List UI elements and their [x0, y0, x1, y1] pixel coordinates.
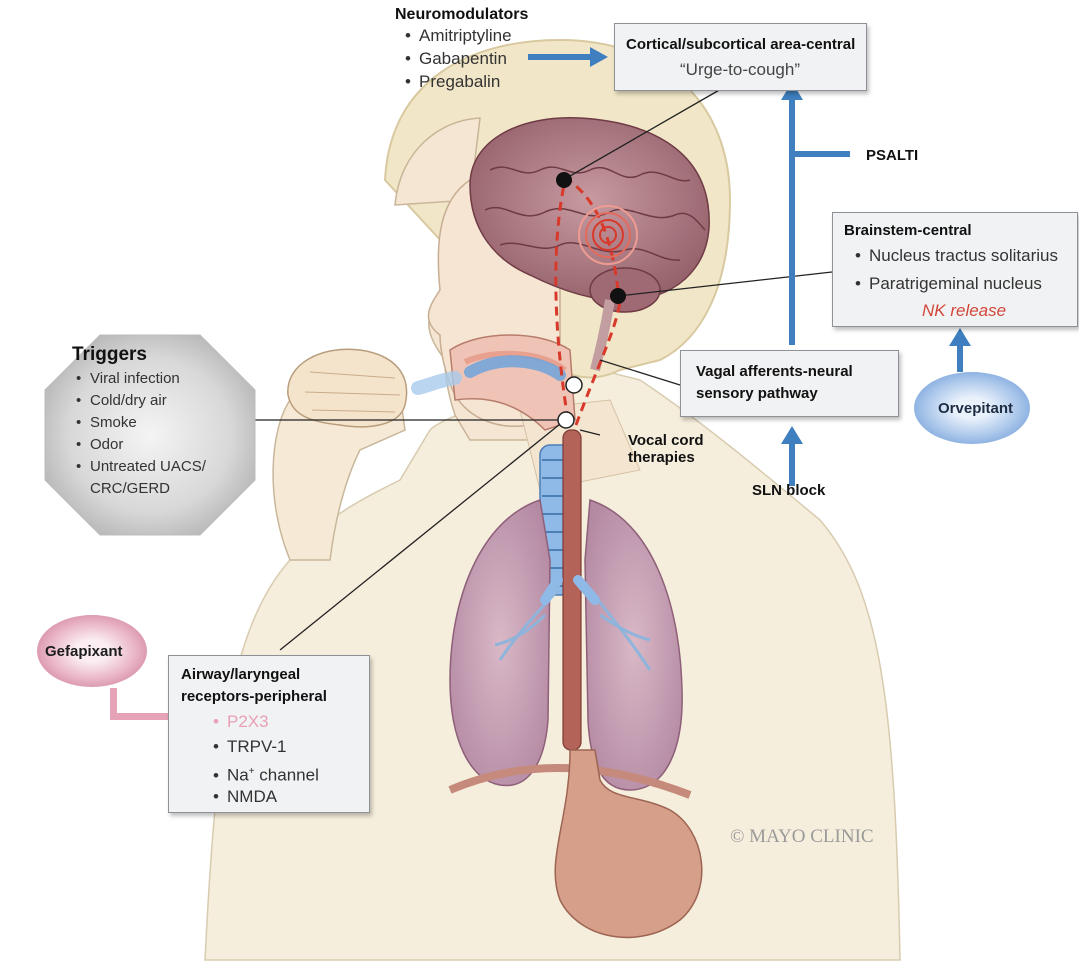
- neuromodulator-item: •Pregabalin: [395, 70, 528, 93]
- trigger-item: •Viral infection: [72, 368, 206, 390]
- nk-release-label: NK release: [922, 301, 1006, 321]
- brainstem-title: Brainstem-central: [844, 222, 972, 239]
- brainstem-item: •Paratrigeminal nucleus: [855, 272, 1042, 295]
- triggers-title: Triggers: [72, 344, 206, 366]
- vagal-title-line1: Vagal afferents-neural: [696, 363, 853, 380]
- neuromodulators: Neuromodulators •Amitriptyline •Gabapent…: [395, 6, 528, 93]
- vocal-line1: Vocal cord: [628, 432, 704, 449]
- cortical-title: Cortical/subcortical area-central: [626, 36, 855, 53]
- vocal-cord-therapies: Vocal cord therapies: [628, 432, 704, 466]
- airway-box: Airway/laryngeal receptors-peripheral •P…: [168, 655, 370, 813]
- airway-title-line2: receptors-peripheral: [181, 688, 327, 705]
- trigger-item-continued: CRC/GERD: [72, 478, 206, 500]
- receptor-item-p2x3: •P2X3: [213, 710, 269, 733]
- neuromodulator-item: •Amitriptyline: [395, 24, 528, 47]
- urge-to-cough-label: “Urge-to-cough”: [680, 60, 800, 80]
- gefapixant-label: Gefapixant: [45, 643, 123, 660]
- airway-title-line1: Airway/laryngeal: [181, 666, 300, 683]
- psalti-label: PSALTI: [866, 147, 918, 164]
- trigger-item: •Smoke: [72, 412, 206, 434]
- cortical-box: Cortical/subcortical area-central “Urge-…: [614, 23, 867, 91]
- trigger-item: •Cold/dry air: [72, 390, 206, 412]
- orvepitant-label: Orvepitant: [938, 400, 1013, 417]
- vagal-title-line2: sensory pathway: [696, 385, 818, 402]
- trigger-item: •Untreated UACS/: [72, 456, 206, 478]
- sln-block-label: SLN block: [752, 482, 825, 499]
- neuromodulator-item: •Gabapentin: [395, 47, 528, 70]
- brainstem-box: Brainstem-central •Nucleus tractus solit…: [832, 212, 1078, 327]
- neuromodulators-title: Neuromodulators: [395, 6, 528, 24]
- receptor-item: •Na+ channel: [213, 760, 319, 787]
- receptor-item: •TRPV-1: [213, 735, 287, 758]
- vagal-box: Vagal afferents-neural sensory pathway: [680, 350, 899, 417]
- receptor-item: •NMDA: [213, 785, 277, 808]
- vocal-line2: therapies: [628, 449, 704, 466]
- triggers: Triggers •Viral infection •Cold/dry air …: [72, 344, 206, 500]
- brainstem-item: •Nucleus tractus solitarius: [855, 244, 1058, 267]
- trigger-item: •Odor: [72, 434, 206, 456]
- copyright-mark: © MAYO CLINIC: [730, 826, 874, 848]
